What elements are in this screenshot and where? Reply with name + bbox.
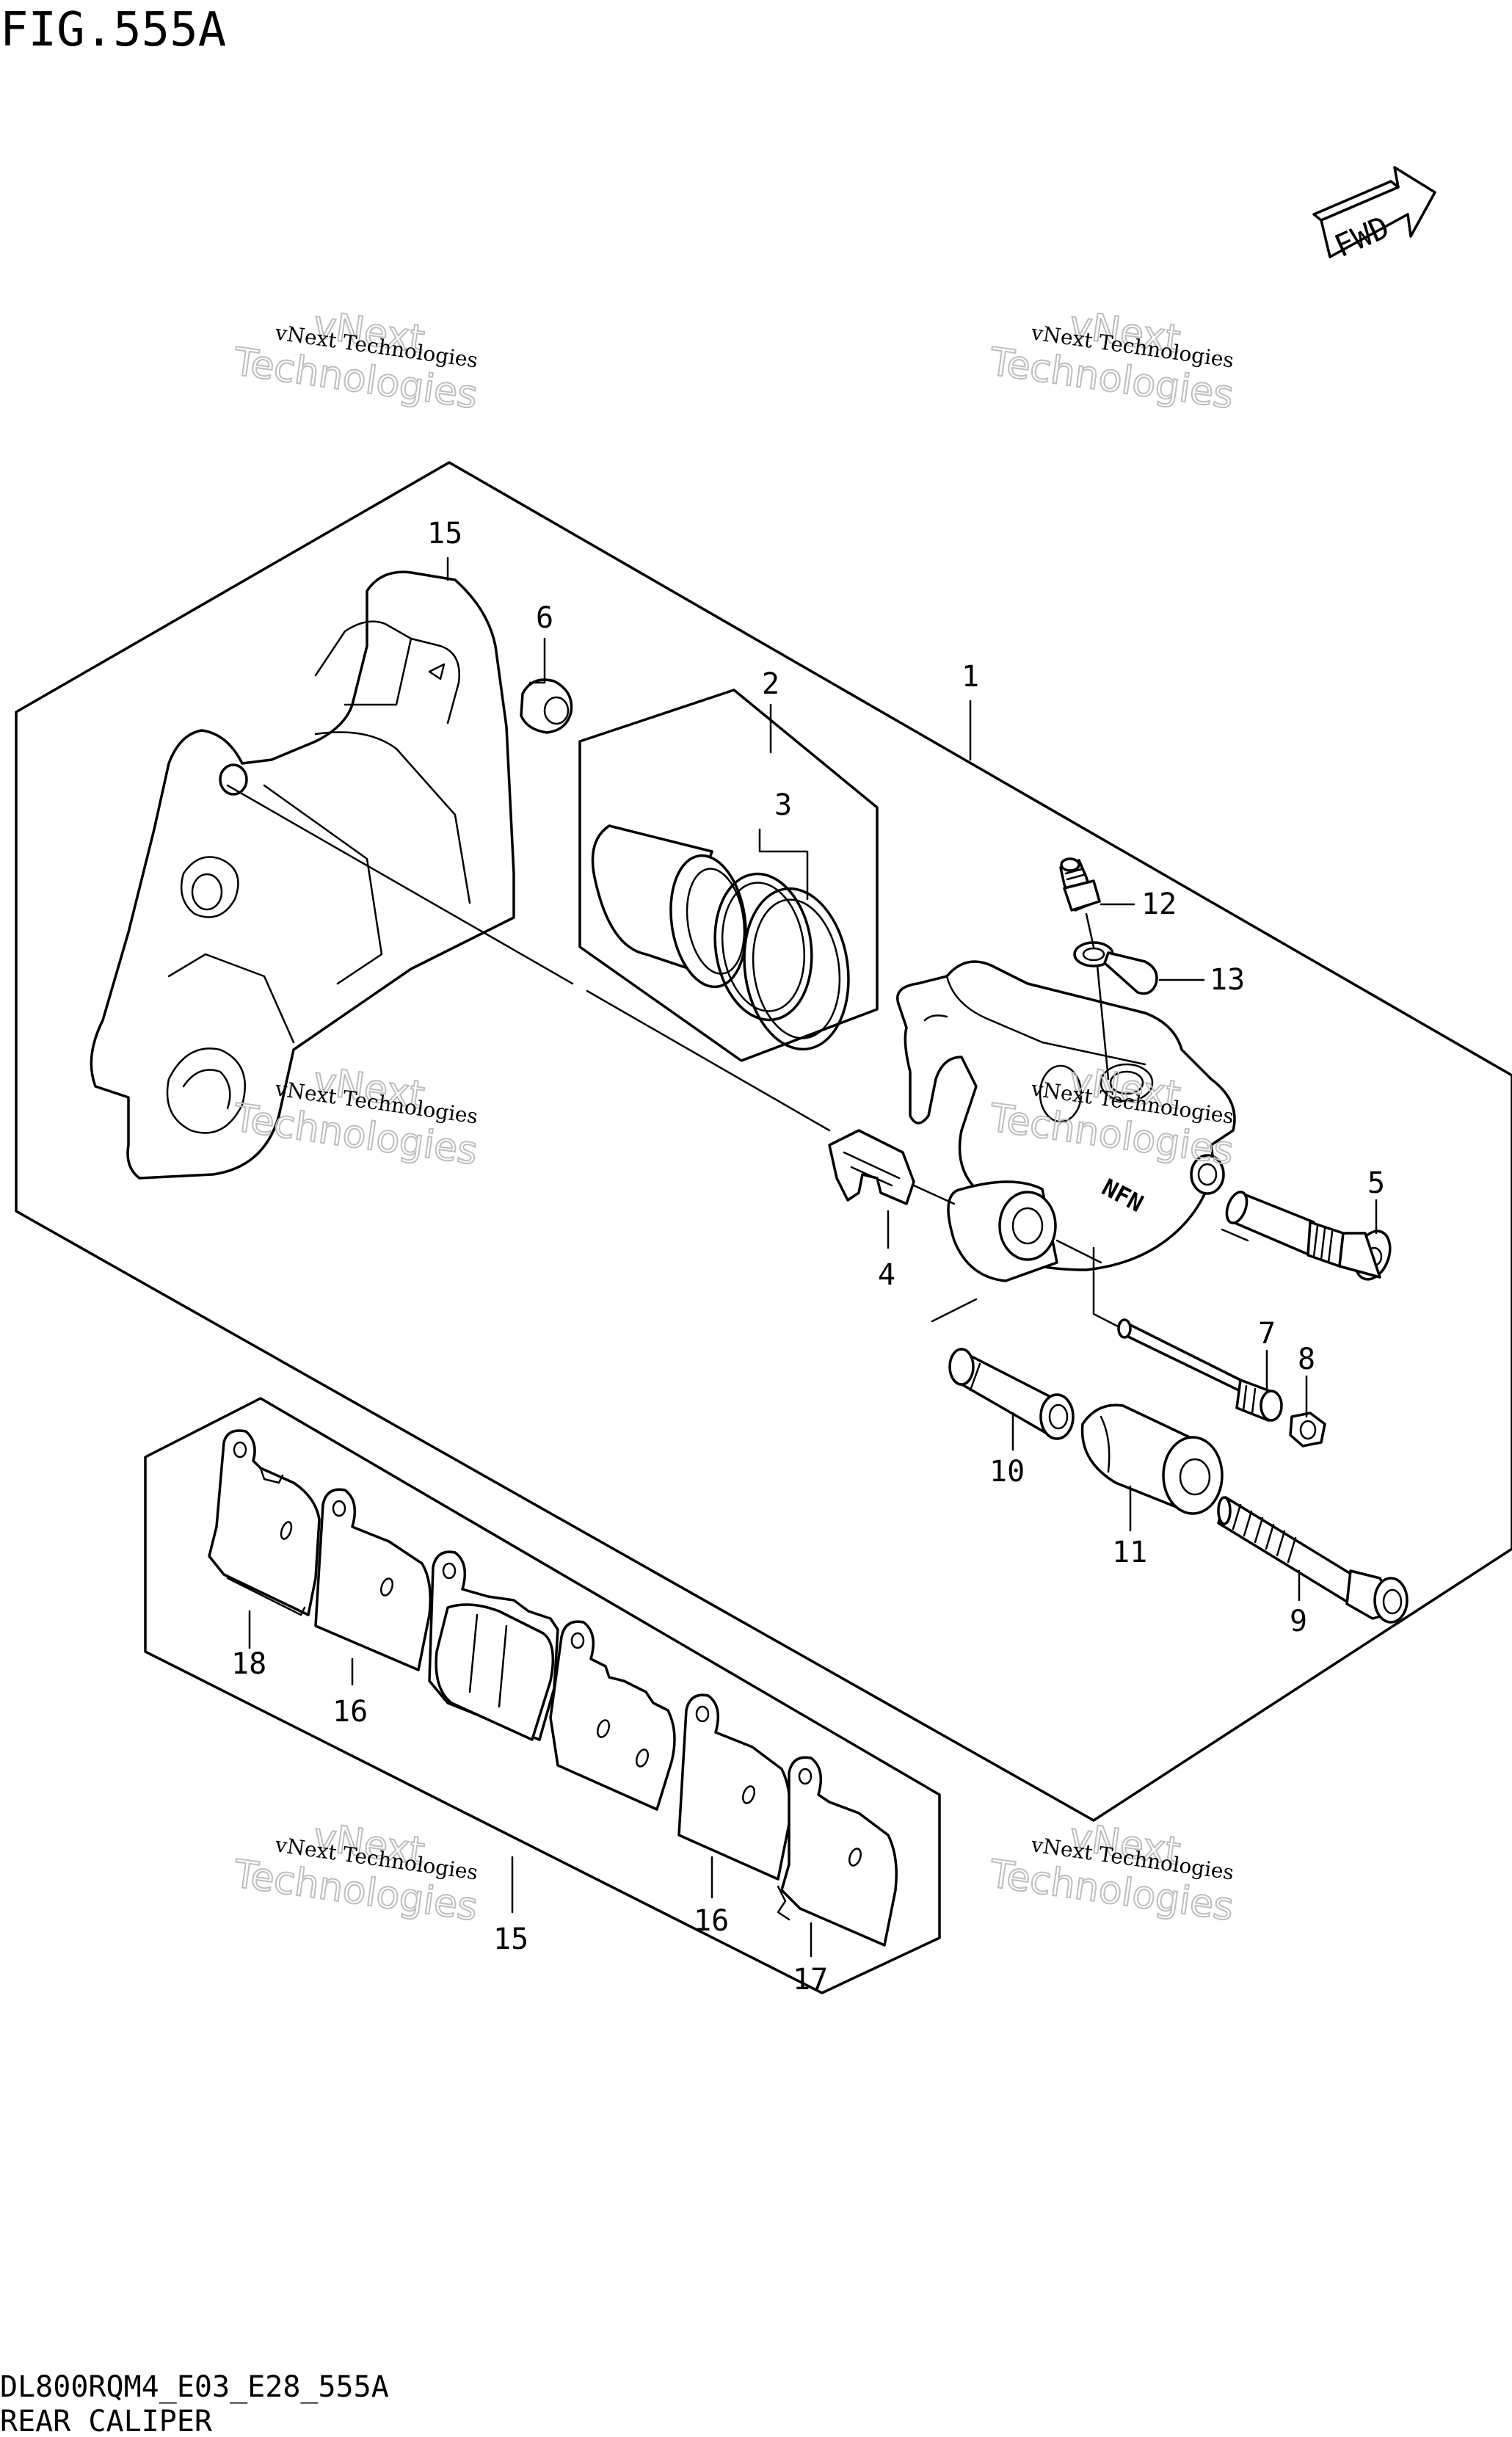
slide-pin-5 (1225, 1191, 1392, 1281)
callout-13: 13 (1210, 963, 1245, 997)
callout-labels: 15 6 2 3 1 12 13 5 4 7 8 10 11 9 18 16 1… (231, 517, 1385, 1997)
callout-1: 1 (962, 660, 979, 694)
pad-spring-4 (828, 1129, 915, 1205)
watermark-bottom-left: vNext Technologies vNext Technologies (230, 1815, 481, 1931)
brake-pad-16-right (677, 1693, 791, 1881)
callout-4: 4 (878, 1258, 895, 1292)
watermark-top-right: vNext Technologies vNext Technologies (986, 302, 1237, 418)
callout-16-right: 16 (694, 1904, 729, 1938)
callout-16-left: 16 (332, 1695, 368, 1729)
caliper-bracket (90, 570, 515, 1180)
callout-leaders (248, 556, 1378, 1958)
watermark-bottom-right: vNext Technologies vNext Technologies (986, 1815, 1237, 1931)
watermark-top-left: vNext Technologies vNext Technologies (230, 302, 481, 418)
brake-pad-17 (777, 1756, 898, 1947)
bleeder-valve-12 (1059, 857, 1101, 912)
assembly-guide-lines (226, 784, 1249, 1329)
pin-7 (1117, 1318, 1283, 1422)
callout-8: 8 (1298, 1343, 1315, 1376)
figure-caption: REAR CALIPER (0, 2405, 213, 2437)
figure-title: FIG.555A (0, 3, 226, 57)
boot-6 (520, 678, 573, 734)
callout-18: 18 (231, 1647, 266, 1681)
banjo-13 (1073, 941, 1158, 995)
callout-15: 15 (493, 1922, 528, 1956)
pad-set-frame (144, 1397, 941, 1994)
model-code: DL800RQM4_E03_E28_555A (0, 2370, 389, 2404)
brake-pad-16-left (314, 1488, 432, 1671)
piston-kit-frame (578, 689, 879, 1062)
callout-11: 11 (1112, 1536, 1147, 1569)
callout-3: 3 (774, 788, 792, 822)
callout-7: 7 (1258, 1317, 1276, 1351)
brake-pad-18 (208, 1429, 321, 1616)
nut-8 (1289, 1412, 1326, 1448)
callout-12: 12 (1141, 887, 1177, 921)
brake-pad-right-a (549, 1620, 676, 1811)
caliper-assembly-frame (15, 461, 1512, 1822)
callout-17: 17 (793, 1963, 828, 1997)
caliper-boot (947, 1180, 1058, 1282)
callout-14: 15 (427, 517, 462, 551)
callout-9: 9 (1290, 1605, 1307, 1638)
brake-pad-center (428, 1550, 559, 1741)
callout-5: 5 (1367, 1166, 1385, 1200)
callout-10: 10 (989, 1455, 1025, 1489)
callout-6: 6 (536, 601, 553, 635)
sleeve-10 (948, 1348, 1075, 1440)
callout-2: 2 (762, 667, 779, 701)
bushing-11 (1080, 1403, 1224, 1515)
fwd-arrow-icon: FWD (1312, 166, 1436, 264)
piston-and-seals (591, 824, 850, 1051)
bolt-9 (1217, 1496, 1409, 1624)
